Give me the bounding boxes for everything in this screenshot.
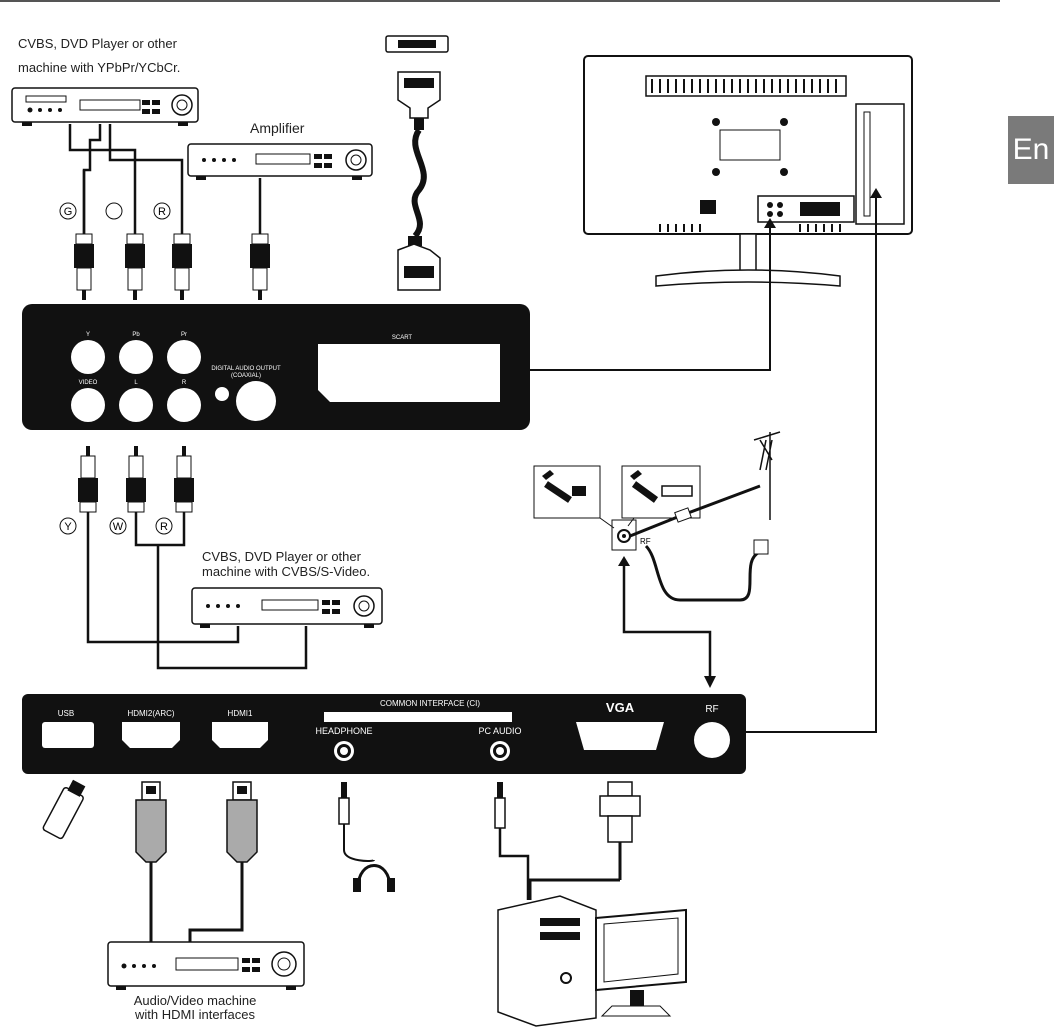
rf-cable-line <box>622 560 712 680</box>
usb-stick-icon <box>42 779 86 840</box>
side-label-ci: COMMON INTERFACE (CI) <box>380 699 480 708</box>
letter-r-bottom: R <box>160 521 168 533</box>
pc-audio-plug-icon <box>494 782 530 900</box>
rca-plugs-bottom <box>78 446 194 513</box>
letter-w: W <box>113 521 124 533</box>
arrow-tv-scart <box>764 218 776 228</box>
letter-g: G <box>64 206 73 218</box>
ypbpr-wires <box>68 124 262 234</box>
av-panel: Y Pb Pr VIDEO L R DIGITAL AUDIO OUTPUT (… <box>22 304 530 430</box>
caption-amplifier: Amplifier <box>250 120 305 136</box>
amplifier-device <box>187 143 373 180</box>
language-tab[interactable]: En <box>1008 116 1054 184</box>
caption-cvbs-ypbpr-line1: CVBS, DVD Player or other <box>18 36 177 51</box>
side-label-headphone: HEADPHONE <box>315 726 372 736</box>
side-label-hdmi1: HDMI1 <box>228 709 253 718</box>
arrow-up-rf <box>618 556 630 566</box>
top-connector-letters: G R <box>59 202 171 220</box>
cvbs-wires <box>86 512 308 670</box>
av-label-l: L <box>134 380 138 386</box>
side-label-vga: VGA <box>606 700 635 715</box>
arrow-tv-side <box>870 188 882 198</box>
side-label-pc-audio: PC AUDIO <box>478 726 521 736</box>
computer-icon <box>497 895 687 1027</box>
scart-to-tv-line <box>530 220 771 371</box>
caption-hdmi-machine-line1: Audio/Video machine <box>133 993 257 1008</box>
av-label-pb: Pb <box>132 332 140 338</box>
av-label-y: Y <box>86 332 90 338</box>
letter-r-top: R <box>158 206 166 218</box>
caption-cvbs-ypbpr-line2: machine with YPbPr/YCbCr. <box>18 60 181 75</box>
av-label-scart: SCART <box>392 335 413 341</box>
arrow-down-rf <box>704 676 716 688</box>
av-label-video: VIDEO <box>79 380 98 386</box>
bottom-connector-letters: Y W R <box>59 517 173 535</box>
av-label-digital-audio-2: (COAXIAL) <box>231 373 261 379</box>
side-label-hdmi2: HDMI2(ARC) <box>127 709 174 718</box>
antenna-rf-label: RF <box>640 537 651 546</box>
caption-cvbs-svideo: CVBS, DVD Player or other machine with C… <box>202 549 370 579</box>
caption-cvbs-svideo-line1: CVBS, DVD Player or other <box>202 549 361 564</box>
side-to-tv-line <box>746 190 877 733</box>
caption-cvbs-svideo-line2: machine with CVBS/S-Video. <box>202 564 371 579</box>
dvd-player-hdmi <box>107 941 305 990</box>
caption-cvbs-ypbpr: CVBS, DVD Player or other machine with Y… <box>18 34 180 78</box>
dvd-player-ypbpr <box>11 87 199 126</box>
scart-cable <box>385 35 449 291</box>
antenna-section: RF <box>533 431 781 602</box>
headphone-icon <box>338 782 395 892</box>
av-label-r: R <box>182 380 187 386</box>
side-label-usb: USB <box>58 709 74 718</box>
letter-y: Y <box>64 521 72 533</box>
caption-hdmi-machine: Audio/Video machine with HDMI interfaces <box>120 994 270 1022</box>
top-rule <box>0 0 1000 2</box>
vga-plug-icon <box>528 781 641 900</box>
side-label-rf: RF <box>705 704 718 715</box>
caption-hdmi-machine-line2: with HDMI interfaces <box>135 1007 255 1022</box>
av-label-pr: Pr <box>181 332 187 338</box>
rca-plugs-top <box>74 233 270 300</box>
side-panel: USB HDMI2(ARC) HDMI1 COMMON INTERFACE (C… <box>22 694 746 774</box>
tv-rear <box>583 55 913 287</box>
hdmi-plug-2 <box>135 781 167 942</box>
av-label-digital-audio-1: DIGITAL AUDIO OUTPUT <box>211 366 281 372</box>
hdmi-plug-1 <box>188 781 258 942</box>
dvd-player-cvbs <box>191 587 383 628</box>
